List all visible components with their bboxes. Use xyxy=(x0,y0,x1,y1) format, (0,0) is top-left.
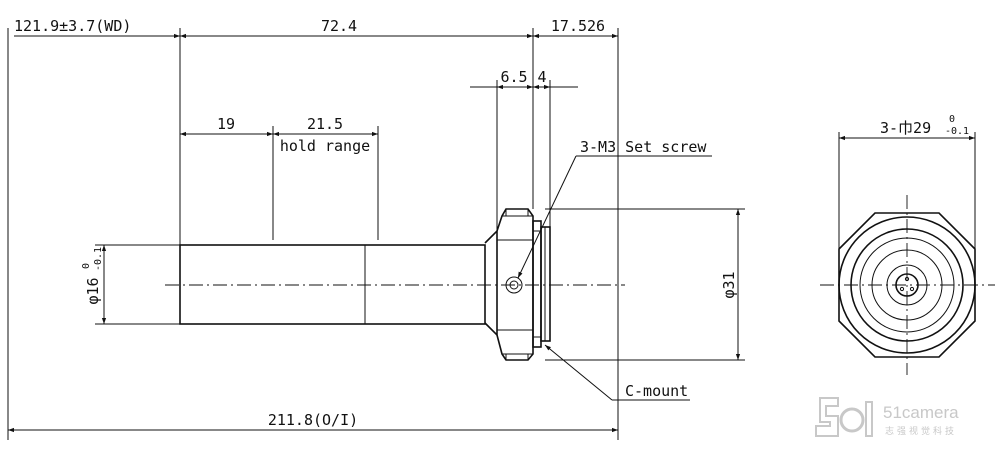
hex-tolerance-upper: 0 xyxy=(949,114,955,125)
end-view-mount-ring xyxy=(850,228,964,342)
hold-range-label: hold range xyxy=(280,137,370,155)
body-length-dimension: 72.4 xyxy=(321,17,357,35)
end-view-lens-ring xyxy=(886,264,928,306)
end-view-hex-outline xyxy=(838,212,976,358)
set-screw-outer xyxy=(505,276,523,294)
hex-nut xyxy=(484,208,534,361)
c-mount-flange xyxy=(532,220,551,348)
set-screw-inner xyxy=(509,280,519,290)
hex-tolerance-lower: -0.1 xyxy=(945,126,969,137)
mount-length-dimension: 17.526 xyxy=(551,17,605,35)
end-view: 3-巾29 0 -0.1 xyxy=(820,114,995,375)
wd-dimension: 121.9±3.7(WD) xyxy=(14,17,131,35)
watermark-brand: 51camera xyxy=(883,403,959,422)
watermark-logo: 51camera 志强视觉科技 xyxy=(815,397,959,437)
side-view: 121.9±3.7(WD) 72.4 17.526 19 21.5 hold r… xyxy=(7,17,745,440)
diameter-31-dimension: φ31 xyxy=(720,271,738,298)
diameter-16-tolerance-lower: -0.1 xyxy=(93,247,104,271)
offset-19-dimension: 19 xyxy=(217,115,235,133)
overall-length-dimension: 211.8(O/I) xyxy=(268,411,358,429)
end-view-barrel-ring xyxy=(859,237,955,333)
gap-6-5-dimension: 6.5 xyxy=(500,68,527,86)
diameter-16-tolerance-upper: 0 xyxy=(81,263,92,269)
hold-length-dimension: 21.5 xyxy=(307,115,343,133)
c-mount-callout: C-mount xyxy=(625,382,688,400)
end-view-aperture xyxy=(895,273,919,297)
set-screw-callout: 3-M3 Set screw xyxy=(580,138,707,156)
lens-barrel xyxy=(179,244,486,325)
end-view-outer-ring xyxy=(838,216,976,354)
end-view-inner-ring xyxy=(871,249,943,321)
watermark-tagline: 志强视觉科技 xyxy=(885,425,957,437)
diameter-16-dimension: φ16 xyxy=(84,277,102,304)
gap-4-dimension: 4 xyxy=(537,68,546,86)
hex-width-dimension: 3-巾29 xyxy=(880,119,931,137)
